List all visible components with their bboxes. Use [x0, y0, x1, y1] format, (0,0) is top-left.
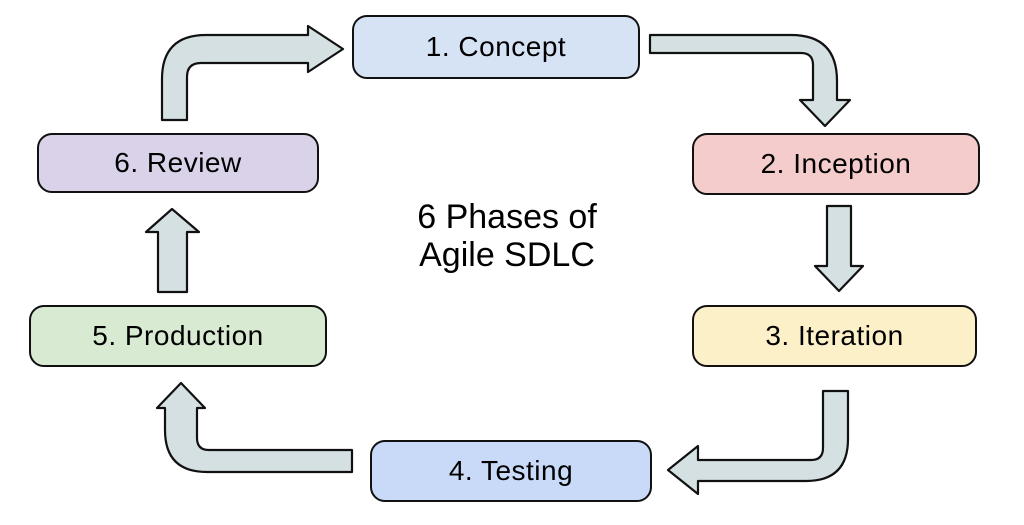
phase-box-inception: 2. Inception: [692, 133, 980, 195]
phase-box-review: 6. Review: [37, 133, 319, 193]
phase-label-review: 6. Review: [114, 147, 242, 178]
arrow-iteration-to-testing-icon: [666, 389, 850, 496]
phase-label-testing: 4. Testing: [448, 455, 574, 486]
phase-label-inception: 2. Inception: [760, 148, 912, 179]
phase-label-iteration: 3. Iteration: [765, 320, 904, 351]
phase-box-concept: 1. Concept: [352, 15, 640, 79]
arrow-testing-to-production-icon: [155, 381, 354, 474]
phase-box-testing: 4. Testing: [370, 440, 652, 502]
phase-box-production: 5. Production: [29, 305, 327, 367]
arrow-production-to-review-icon: [144, 207, 201, 294]
diagram-title-line2: Agile SDLC: [419, 236, 595, 274]
diagram-title-line1: 6 Phases of: [417, 198, 597, 236]
arrow-review-to-concept-icon: [160, 24, 345, 122]
diagram-title: 6 Phases of Agile SDLC: [377, 198, 637, 274]
phase-box-iteration: 3. Iteration: [692, 305, 977, 367]
phase-label-production: 5. Production: [92, 320, 264, 351]
arrow-inception-to-iteration-icon: [813, 204, 865, 293]
arrow-concept-to-inception-icon: [648, 33, 852, 128]
phase-label-concept: 1. Concept: [425, 31, 567, 62]
